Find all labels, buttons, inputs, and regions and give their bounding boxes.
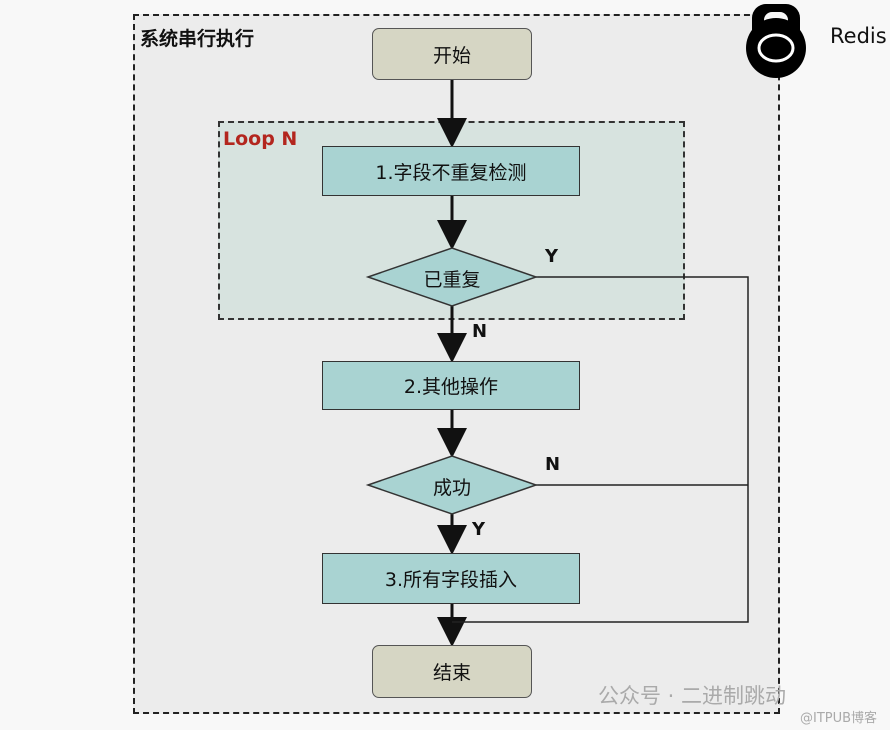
frame-title: 系统串行执行 xyxy=(140,28,255,50)
decision2-label: 成功 xyxy=(432,477,471,499)
d1-yes-line xyxy=(452,276,749,623)
redis-brand: Redis xyxy=(830,24,887,48)
decision1-label: 已重复 xyxy=(423,269,481,291)
step1-node: 1.字段不重复检测 xyxy=(322,146,580,196)
d2-no-label: N xyxy=(545,454,561,475)
loop-label: Loop N xyxy=(223,128,298,150)
decision1-shape xyxy=(365,247,539,307)
end-node: 结束 xyxy=(372,645,532,698)
d1-yes-label: Y xyxy=(545,246,559,267)
start-node: 开始 xyxy=(372,28,532,80)
step3-node: 3.所有字段插入 xyxy=(322,553,580,604)
decision2-shape xyxy=(365,455,539,515)
d1-no-label: N xyxy=(472,321,488,342)
d2-yes-label: Y xyxy=(472,519,486,540)
watermark: 公众号 · 二进制跳动 xyxy=(598,684,787,708)
watermark-itpub: @ITPUB博客 xyxy=(800,711,878,726)
step2-node: 2.其他操作 xyxy=(322,361,580,410)
redis-lock-icon xyxy=(746,4,806,78)
